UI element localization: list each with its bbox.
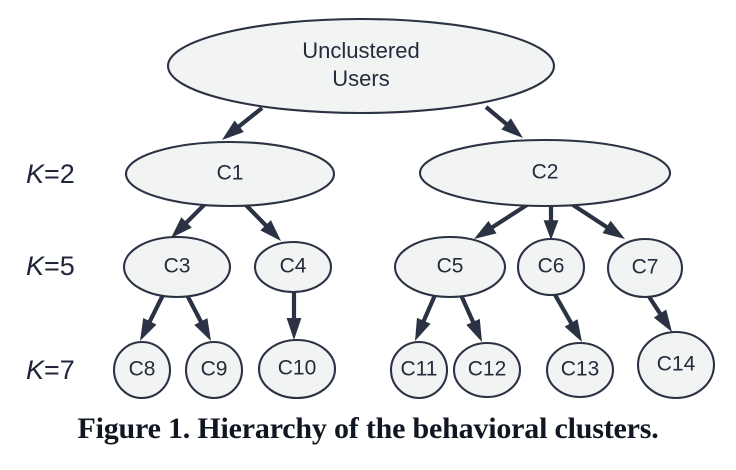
node-label: C8: [129, 358, 156, 381]
node-label: C7: [632, 256, 659, 279]
node-C13[interactable]: C13: [545, 341, 615, 399]
node-ellipse: [253, 240, 333, 294]
edges-layer: [140, 105, 672, 342]
node-C2[interactable]: C2: [418, 138, 672, 208]
node-ellipse: [389, 340, 449, 400]
node-C9[interactable]: C9: [184, 340, 244, 400]
arrow-head-icon: [564, 319, 582, 342]
arrow-head-icon: [653, 309, 672, 332]
node-C8[interactable]: C8: [112, 340, 172, 400]
node-C1[interactable]: C1: [124, 140, 336, 208]
edge-C2-to-C5: [474, 201, 532, 239]
edge-shaft: [484, 105, 510, 128]
edge-C3-to-C9: [185, 294, 211, 341]
node-C3[interactable]: C3: [122, 235, 232, 299]
arrow-head-icon: [466, 318, 482, 342]
arrow-head-icon: [194, 318, 211, 341]
edge-C3-to-C8: [140, 294, 165, 341]
node-C5[interactable]: C5: [393, 235, 507, 299]
node-ellipse: [166, 17, 556, 115]
node-label: C1: [217, 162, 244, 185]
arrow-head-icon: [171, 217, 192, 238]
edge-shaft: [146, 294, 165, 325]
node-label: C4: [280, 255, 307, 278]
node-C12[interactable]: C12: [452, 341, 522, 399]
edge-shaft: [552, 291, 575, 327]
node-C10[interactable]: C10: [257, 338, 337, 400]
arrow-head-icon: [602, 220, 625, 239]
edge-shaft: [459, 294, 477, 326]
edge-shaft: [235, 106, 264, 130]
node-ellipse: [545, 341, 615, 399]
level-label-k2: K=2: [26, 159, 75, 189]
node-C4[interactable]: C4: [253, 240, 333, 294]
node-ellipse: [122, 235, 232, 299]
node-ellipse: [606, 237, 684, 299]
node-label: C10: [278, 357, 317, 380]
edge-shaft: [646, 293, 664, 318]
node-label: Unclustered: [302, 38, 419, 63]
arrow-head-icon: [501, 118, 523, 138]
arrow-head-icon: [140, 318, 157, 341]
node-label: C3: [164, 255, 191, 278]
node-label: C11: [401, 358, 438, 381]
node-label: C5: [437, 255, 464, 278]
node-ellipse: [636, 330, 716, 400]
edge-root-to-C2: [484, 105, 523, 138]
edge-C5-to-C11: [415, 294, 437, 341]
edge-shaft: [420, 294, 437, 325]
edge-C2-to-C7: [568, 201, 625, 239]
arrow-head-icon: [222, 120, 244, 140]
node-ellipse: [257, 338, 337, 400]
node-ellipse: [418, 138, 672, 208]
edge-shaft: [568, 201, 611, 231]
edge-C4-to-C10: [286, 292, 302, 340]
figure-caption: Figure 1. Hierarchy of the behavioral cl…: [77, 412, 659, 445]
edge-C2-to-C6: [543, 204, 559, 240]
edge-C5-to-C12: [459, 294, 482, 342]
edge-C7-to-C14: [646, 293, 672, 332]
node-C14[interactable]: C14: [636, 330, 716, 400]
node-label: C14: [657, 353, 696, 376]
arrow-head-icon: [286, 318, 302, 340]
node-ellipse: [393, 235, 507, 299]
edge-root-to-C1: [222, 106, 264, 140]
arrow-head-icon: [543, 220, 559, 240]
node-label: Users: [332, 66, 389, 91]
node-label: C12: [468, 358, 507, 381]
node-label: C13: [561, 358, 600, 381]
node-label: C6: [538, 255, 565, 278]
edge-C1-to-C4: [241, 200, 281, 241]
edge-shaft: [488, 201, 532, 231]
node-C7[interactable]: C7: [606, 237, 684, 299]
node-C11[interactable]: C11: [389, 340, 449, 400]
node-ellipse: [124, 140, 336, 208]
level-labels-layer: K=2K=5K=7: [26, 159, 75, 385]
arrow-head-icon: [260, 220, 281, 241]
node-C6[interactable]: C6: [516, 237, 586, 297]
edge-shaft: [185, 294, 205, 326]
edge-C6-to-C13: [552, 291, 582, 342]
level-label-k5: K=5: [26, 251, 75, 281]
node-ellipse: [452, 341, 522, 399]
arrow-head-icon: [474, 220, 497, 239]
node-label: C2: [532, 161, 559, 184]
edge-C1-to-C3: [171, 200, 209, 238]
level-label-k7: K=7: [26, 355, 75, 385]
node-ellipse: [516, 237, 586, 297]
node-ellipse: [112, 340, 172, 400]
arrow-head-icon: [415, 317, 431, 341]
node-label: C9: [201, 358, 228, 381]
node-ellipse: [184, 340, 244, 400]
